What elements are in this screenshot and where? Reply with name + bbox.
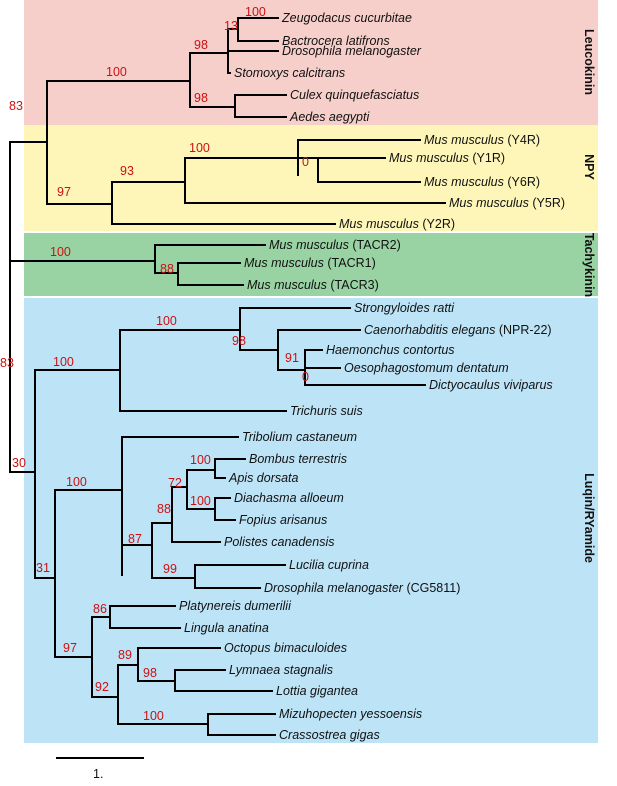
taxon-label: Oesophagostomum dentatum (344, 361, 509, 375)
bootstrap-value: 100 (190, 453, 211, 467)
bootstrap-value: 83 (9, 99, 23, 113)
clade-label-tachykinin: Tachykinin (582, 233, 596, 297)
taxon-label: Apis dorsata (228, 471, 299, 485)
bootstrap-value: 92 (95, 680, 109, 694)
taxon-label: Culex quinquefasciatus (290, 88, 419, 102)
bootstrap-value: 0 (302, 155, 309, 169)
taxon-label: Mus musculus (Y1R) (389, 151, 505, 165)
bootstrap-value: 30 (12, 456, 26, 470)
bootstrap-value: 31 (36, 561, 50, 575)
taxon-label: Polistes canadensis (224, 535, 334, 549)
bootstrap-value: 87 (128, 532, 142, 546)
scale-bar: 1. (56, 757, 144, 781)
bootstrap-value: 100 (143, 709, 164, 723)
taxon-label: Mus musculus (Y5R) (449, 196, 565, 210)
taxon-label: Trichuris suis (290, 404, 363, 418)
clade-label-leucokinin: Leucokinin (582, 29, 596, 95)
tree-branches (9, 17, 446, 736)
bootstrap-value: 0 (302, 370, 309, 384)
taxon-label: Aedes aegypti (289, 110, 370, 124)
taxon-label: Crassostrea gigas (279, 728, 380, 742)
clade-label-luqin-ryamide: Luqin/RYamide (582, 473, 596, 563)
bootstrap-value: 97 (63, 641, 77, 655)
taxon-label: Mus musculus (TACR1) (244, 256, 376, 270)
bootstrap-value: 100 (106, 65, 127, 79)
taxon-label: Bombus terrestris (249, 452, 347, 466)
bootstrap-value: 91 (285, 351, 299, 365)
taxon-label: Haemonchus contortus (326, 343, 455, 357)
bootstrap-value: 100 (190, 494, 211, 508)
bootstrap-value: 98 (194, 91, 208, 105)
taxon-label: Lymnaea stagnalis (229, 663, 333, 677)
taxon-label: Lottia gigantea (276, 684, 358, 698)
bootstrap-value: 98 (232, 334, 246, 348)
taxon-label: Dictyocaulus viviparus (429, 378, 553, 392)
bootstrap-value: 100 (66, 475, 87, 489)
bootstrap-value: 99 (163, 562, 177, 576)
bootstrap-value: 89 (118, 648, 132, 662)
taxon-label: Diachasma alloeum (234, 491, 344, 505)
taxon-label: Caenorhabditis elegans (NPR-22) (364, 323, 552, 337)
taxon-labels: Zeugodacus cucurbitae Bactrocera latifro… (179, 11, 565, 742)
taxon-label: Tribolium castaneum (242, 430, 357, 444)
taxon-label: Drosophila melanogaster (CG5811) (264, 581, 460, 595)
taxon-label: Zeugodacus cucurbitae (281, 11, 412, 25)
taxon-label: Strongyloides ratti (354, 301, 455, 315)
bootstrap-value: 88 (160, 262, 174, 276)
clade-band-tachykinin (24, 233, 598, 296)
taxon-label: Mus musculus (TACR3) (247, 278, 379, 292)
bootstrap-value: 97 (57, 185, 71, 199)
taxon-label: Mus musculus (Y6R) (424, 175, 540, 189)
bootstrap-value: 100 (189, 141, 210, 155)
taxon-label: Bactrocera latifrons (282, 34, 390, 48)
bootstrap-value: 93 (120, 164, 134, 178)
clade-label-npy: NPY (582, 154, 596, 180)
bootstrap-value: 100 (53, 355, 74, 369)
taxon-label: Fopius arisanus (239, 513, 327, 527)
bootstrap-value: 100 (156, 314, 177, 328)
bootstrap-value: 86 (93, 602, 107, 616)
bootstrap-value: 98 (143, 666, 157, 680)
bootstrap-value: 13 (224, 19, 238, 33)
taxon-label: Mus musculus (TACR2) (269, 238, 401, 252)
bootstrap-values: 83 100 98 13 100 98 97 93 100 0 100 88 8… (0, 5, 309, 723)
taxon-label: Stomoxys calcitrans (234, 66, 345, 80)
bootstrap-value: 88 (157, 502, 171, 516)
clade-band-leucokinin (24, 0, 598, 125)
bootstrap-value: 83 (0, 356, 14, 370)
taxon-label: Drosophila melanogaster (282, 44, 422, 58)
taxon-label: Octopus bimaculoides (224, 641, 347, 655)
bootstrap-value: 98 (194, 38, 208, 52)
scale-bar-label: 1. (93, 767, 103, 781)
taxon-label: Platynereis dumerilii (179, 599, 292, 613)
taxon-label: Lingula anatina (184, 621, 269, 635)
bootstrap-value: 72 (168, 476, 182, 490)
taxon-label: Lucilia cuprina (289, 558, 369, 572)
clade-band-npy (24, 125, 598, 231)
bootstrap-value: 100 (245, 5, 266, 19)
taxon-label: Mus musculus (Y2R) (339, 217, 455, 231)
taxon-label: Mus musculus (Y4R) (424, 133, 540, 147)
bootstrap-value: 100 (50, 245, 71, 259)
taxon-label: Mizuhopecten yessoensis (279, 707, 422, 721)
